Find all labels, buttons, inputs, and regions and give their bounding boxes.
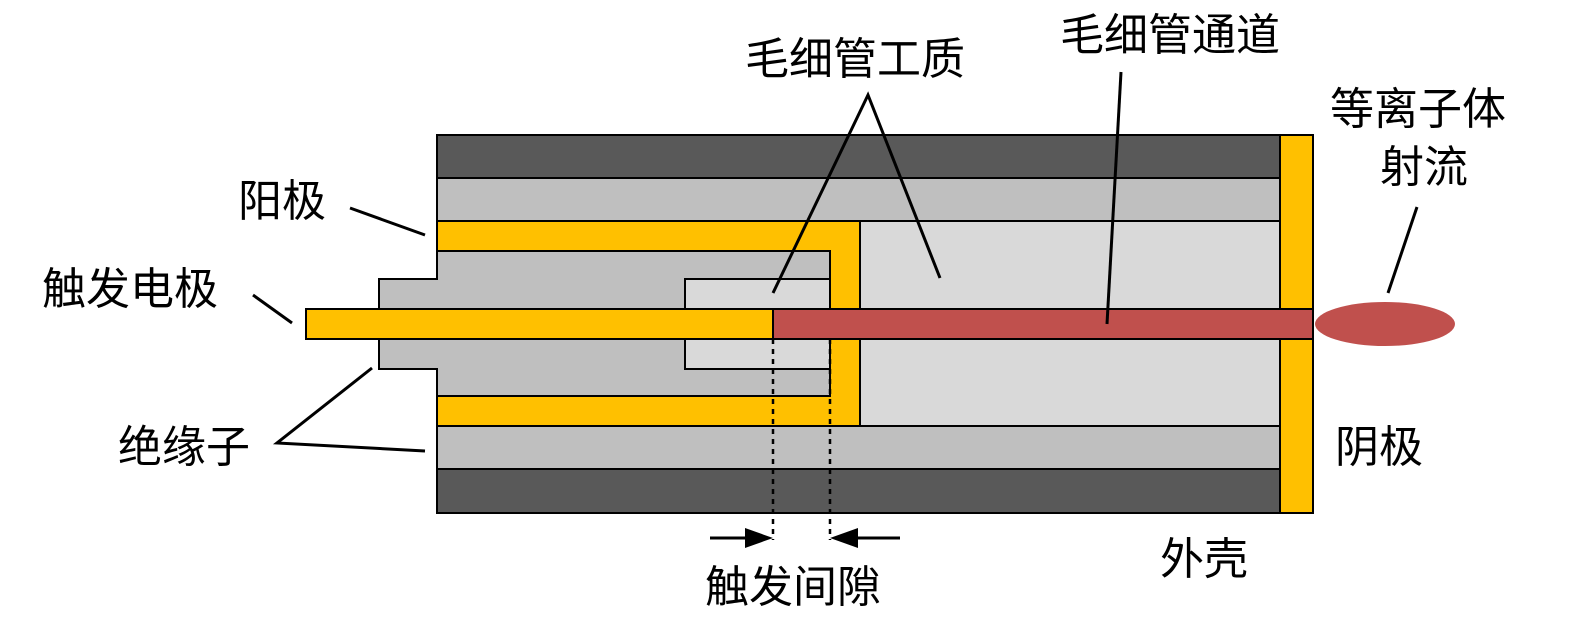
- leader-anode: [349, 206, 426, 237]
- working-medium-bottom: [684, 338, 831, 370]
- label-capillary-channel: 毛细管通道: [1060, 10, 1280, 61]
- trigger-electrode: [305, 308, 774, 340]
- label-cathode: 阴极: [1335, 422, 1423, 473]
- label-anode: 阳极: [238, 176, 326, 227]
- label-insulator: 绝缘子: [118, 422, 250, 473]
- label-capillary-medium: 毛细管工质: [745, 34, 965, 85]
- capillary-channel: [772, 308, 1314, 340]
- leader-trigger-electrode: [252, 293, 293, 325]
- gap-arrow-left-head: [745, 528, 773, 548]
- insulator-band-bottom: [436, 425, 1281, 470]
- working-medium-top: [684, 278, 831, 310]
- cathode-lower: [1279, 338, 1314, 514]
- leader-insulator: [272, 366, 426, 453]
- gap-arrow-right-head: [830, 528, 858, 548]
- label-trigger-gap: 触发间隙: [705, 562, 881, 613]
- label-housing: 外壳: [1160, 534, 1248, 585]
- cathode-upper: [1279, 134, 1314, 310]
- leader-plasma-jet: [1386, 206, 1419, 294]
- insulator-band-top: [436, 177, 1281, 222]
- housing-bottom: [436, 468, 1281, 514]
- housing-top: [436, 134, 1281, 179]
- plasma-jet-plume: [1315, 302, 1455, 346]
- label-plasma-jet-line1: 等离子体: [1330, 84, 1506, 135]
- leader-capillary-medium: [771, 91, 942, 294]
- label-trigger-electrode: 触发电极: [42, 264, 218, 315]
- label-plasma-jet-line2: 射流: [1380, 142, 1468, 193]
- leader-capillary-channel: [1105, 71, 1123, 325]
